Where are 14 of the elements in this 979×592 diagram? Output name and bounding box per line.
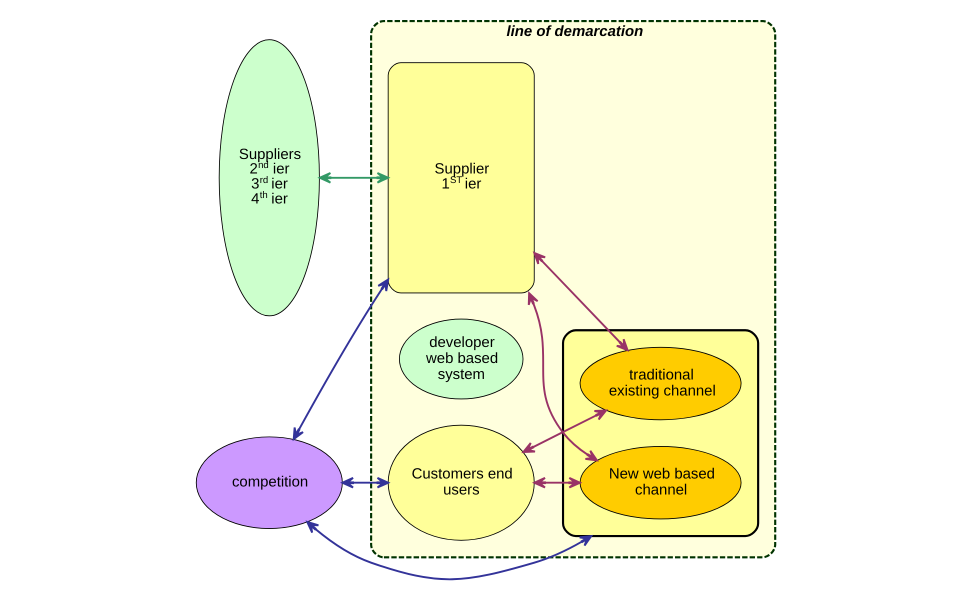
arrow [522,409,607,453]
node-ellipse: competition [195,436,342,529]
arrow [340,476,389,488]
arrow [292,278,389,440]
arrow [532,252,628,352]
arrow [318,172,389,184]
cluster [561,329,759,538]
arrow [527,292,598,462]
node-ellipse: Suppliers 2$^{nd}$ ier 3$^{rd}$ ier 4$^{th}$ ier [218,39,320,316]
arrow [306,520,592,580]
node-box: Supplier 1$^{ST}$ ier [387,62,534,294]
node-ellipse: New web based channel [579,446,742,520]
node-ellipse: developer web based system [398,318,523,400]
arrow [532,476,580,488]
